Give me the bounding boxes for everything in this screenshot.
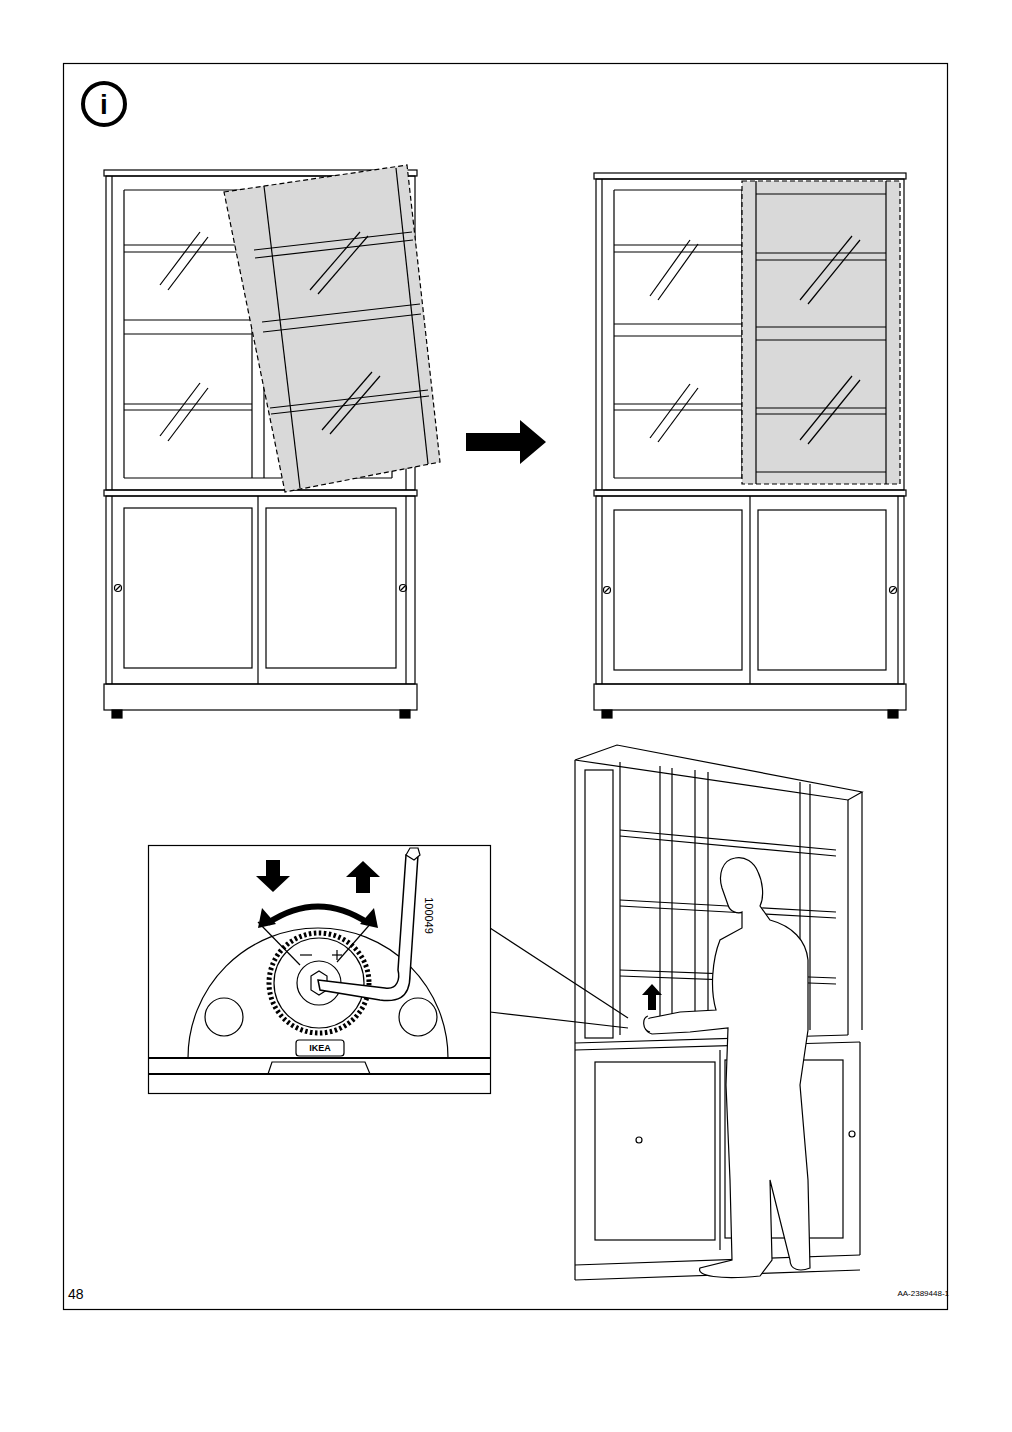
page-number: 48 bbox=[68, 1287, 84, 1301]
info-icon bbox=[83, 83, 125, 125]
leader-line bbox=[490, 1012, 628, 1028]
info-icon-letter: i bbox=[100, 91, 108, 119]
document-code: AA-2389448-1 bbox=[897, 1290, 949, 1298]
person-figure bbox=[644, 858, 810, 1278]
leader-line bbox=[490, 928, 628, 1018]
callout-number: 100049 bbox=[423, 897, 434, 934]
brand-mark: IKEA bbox=[309, 1044, 331, 1053]
step-arrow bbox=[466, 420, 546, 464]
cabinet-before bbox=[104, 165, 440, 718]
cabinet-after bbox=[594, 173, 906, 718]
cabinet-perspective bbox=[575, 745, 862, 1280]
hinge-detail bbox=[148, 846, 491, 1094]
page-frame bbox=[64, 64, 948, 1310]
lift-arrow bbox=[642, 984, 662, 1010]
